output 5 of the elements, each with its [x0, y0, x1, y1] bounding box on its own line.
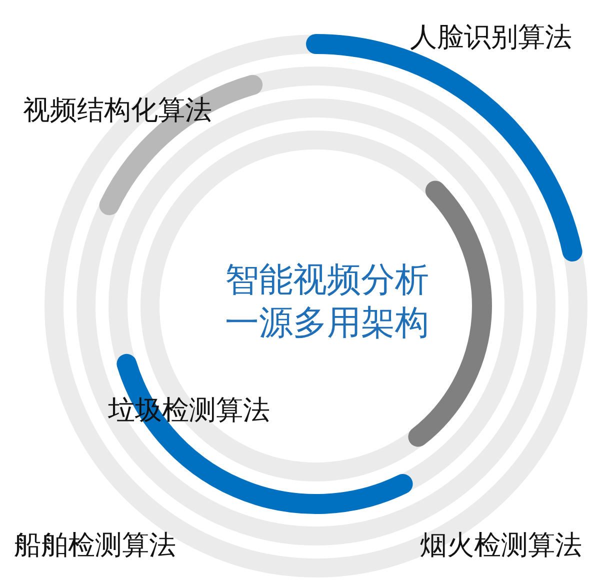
- arc-label: 船舶检测算法: [14, 530, 176, 562]
- arc-label: 烟火检测算法: [420, 530, 582, 562]
- arc-label: 视频结构化算法: [23, 95, 212, 127]
- center-title: 智能视频分析一源多用架构: [224, 259, 430, 345]
- arc-label: 人脸识别算法: [410, 22, 572, 54]
